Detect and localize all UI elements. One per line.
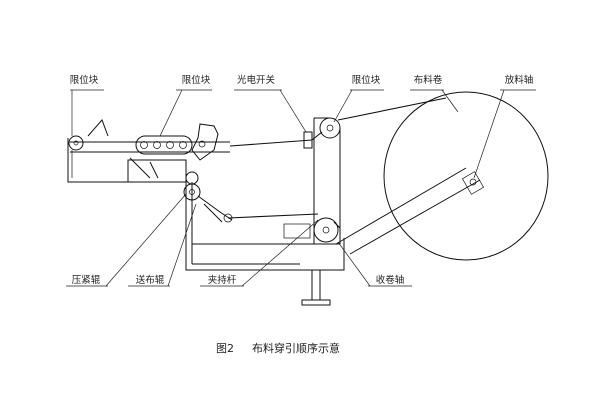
caption-number: 图2 <box>216 342 234 355</box>
label-limit-block-mid: 限位块 <box>182 74 211 86</box>
upper-rail <box>68 119 230 179</box>
label-limit-block-left: 限位块 <box>70 74 99 86</box>
figure-caption: 图2 布料穿引顺序示意 <box>216 341 340 355</box>
label-clamp-rod: 夹持杆 <box>208 274 237 286</box>
fabric-roll <box>383 91 549 261</box>
lower-rollers <box>183 171 233 223</box>
label-fabric-roll: 布料卷 <box>414 74 443 86</box>
winding-shaft <box>313 217 339 243</box>
label-winding-shaft: 收卷轴 <box>376 274 405 286</box>
fabric-path <box>227 97 447 229</box>
caption-text: 布料穿引顺序示意 <box>252 341 340 355</box>
callout-labels: 限位块 限位块 光电开关 限位块 布料卷 放料轴 压紧辊 送布辊 夹持杆 收卷轴 <box>70 74 534 286</box>
label-press-roller: 压紧辊 <box>72 274 101 286</box>
label-limit-block-right: 限位块 <box>352 74 381 86</box>
leader-lines <box>66 89 536 287</box>
label-photoelectric-switch: 光电开关 <box>237 74 276 86</box>
tower-rollers <box>303 117 341 149</box>
machine-frame <box>67 117 485 306</box>
label-unwind-shaft: 放料轴 <box>505 74 534 86</box>
label-feed-roller: 送布辊 <box>136 274 165 286</box>
